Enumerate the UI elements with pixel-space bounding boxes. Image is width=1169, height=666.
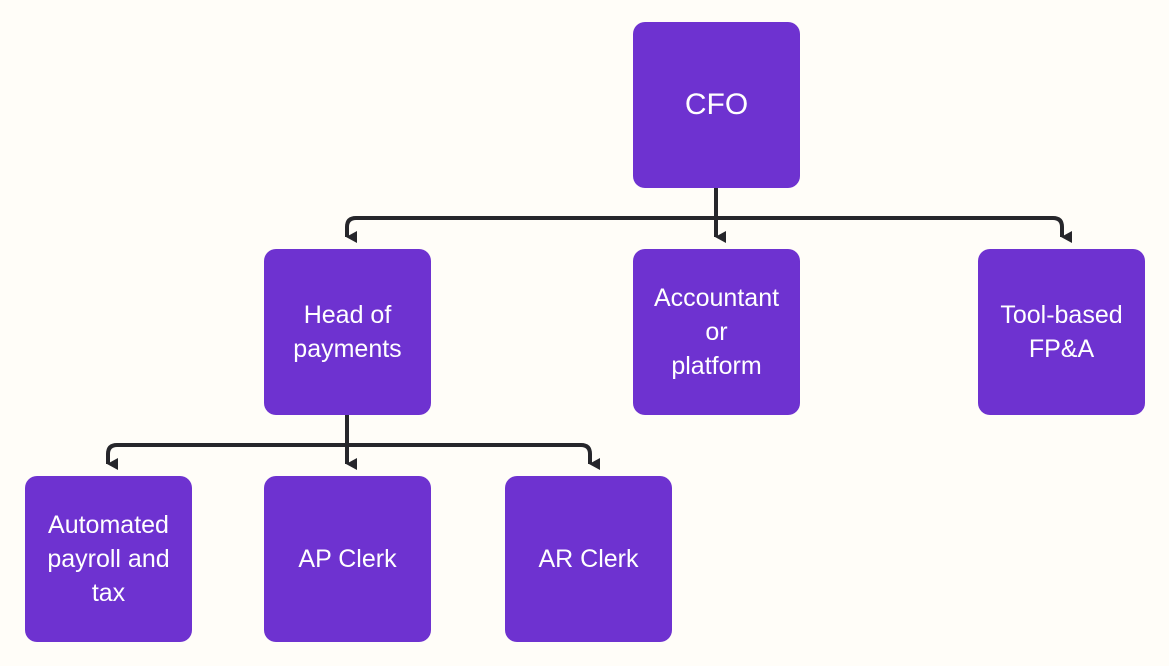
node-automated-payroll-and-tax-label: Automated payroll and tax <box>47 511 170 607</box>
node-accountant-or-platform-label: Accountant or platform <box>653 284 780 380</box>
node-head-of-payments-label: Head of payments <box>293 301 402 363</box>
node-ap-clerk-label: AP Clerk <box>298 545 397 573</box>
node-ap-clerk[interactable]: AP Clerk <box>264 476 431 642</box>
node-ar-clerk[interactable]: AR Clerk <box>505 476 672 642</box>
edge-cfo-to-tool-based-fpa <box>716 216 1072 243</box>
edge-head-of-payments-to-automated-payroll-and-tax <box>106 415 349 470</box>
node-ar-clerk-label: AR Clerk <box>538 545 639 573</box>
node-accountant-or-platform[interactable]: Accountant or platform <box>633 249 800 415</box>
node-tool-based-fpa[interactable]: Tool-based FP&A <box>978 249 1145 415</box>
node-tool-based-fpa-label: Tool-based FP&A <box>1000 301 1123 363</box>
edge-head-of-payments-to-ar-clerk <box>347 443 600 470</box>
node-cfo-label: CFO <box>684 88 749 121</box>
node-cfo[interactable]: CFO <box>633 22 800 188</box>
node-automated-payroll-and-tax[interactable]: Automated payroll and tax <box>25 476 192 642</box>
node-head-of-payments[interactable]: Head of payments <box>264 249 431 415</box>
edge-cfo-to-head-of-payments <box>345 188 718 243</box>
